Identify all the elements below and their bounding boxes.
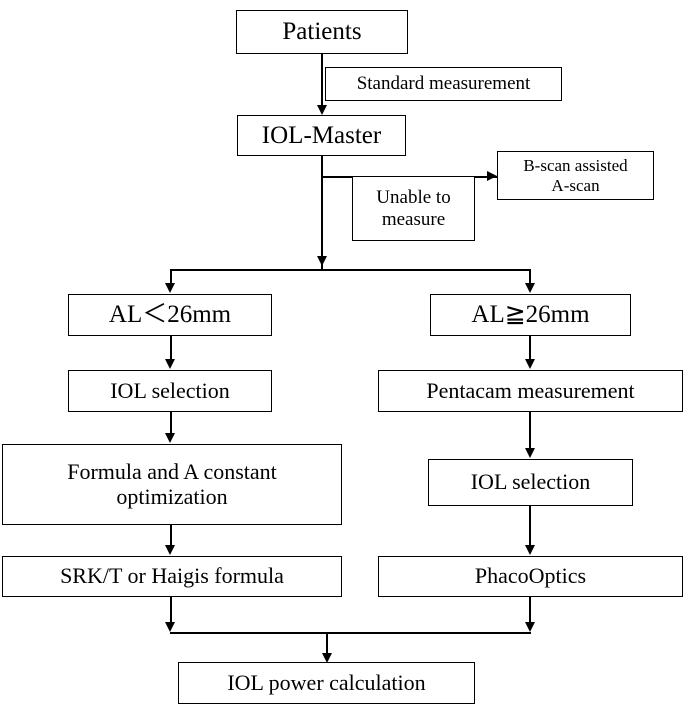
node-patients: Patients [236, 10, 408, 54]
node-phaco-optics: PhacoOptics [378, 556, 683, 597]
arrow-merge-to-iol-power-calculation [321, 653, 332, 663]
node-phaco-optics-label: PhacoOptics [474, 563, 587, 589]
node-srkt-or-haigis-formula: SRK/T or Haigis formula [2, 556, 342, 597]
edge-merge-to-iol-power-calculation [326, 632, 328, 660]
edge-phaco-to-merge [529, 597, 531, 626]
node-iol-power-calculation-label: IOL power calculation [227, 669, 426, 695]
node-patients-label: Patients [282, 18, 362, 45]
edge-al-less-to-iol-selection [170, 336, 172, 360]
arrow-al-less-to-iol-selection [165, 359, 175, 369]
edge-split-left-drop [170, 269, 172, 285]
node-b-scan-assisted-a-scan-label: B-scan assisted A-scan [523, 156, 628, 195]
edge-patients-to-iol-master [321, 53, 323, 108]
node-unable-to-measure: Unable to measure [352, 176, 475, 241]
arrow-formula-to-srkt [165, 545, 175, 555]
edge-srkt-to-merge [170, 597, 172, 626]
node-iol-master: IOL-Master [237, 115, 406, 156]
edge-formula-to-srkt [170, 525, 172, 546]
arrow-split-to-al-greater [524, 283, 535, 293]
edge-merge-bus [170, 632, 531, 634]
node-pentacam-measurement-label: Pentacam measurement [426, 377, 635, 403]
arrow-iol-selection-to-formula [165, 433, 175, 443]
node-b-scan-assisted-a-scan: B-scan assisted A-scan [497, 151, 654, 200]
node-unable-to-measure-label: Unable to measure [376, 187, 451, 230]
node-iol-selection-left: IOL selection [68, 370, 272, 412]
edge-iol-selection-right-to-phaco [529, 506, 531, 546]
edge-split-right-drop [529, 269, 531, 285]
node-al-greater-equal-26mm-label: AL≧26mm [471, 301, 590, 328]
arrow-al-greater-to-pentacam [524, 359, 535, 369]
node-al-less-than-26mm: AL＜26mm [68, 294, 272, 336]
node-formula-a-constant-optimization: Formula and A constant optimization [2, 444, 342, 525]
arrow-iol-master-to-branch [316, 256, 327, 266]
arrow-iol-selection-right-to-phaco [524, 545, 535, 555]
node-al-less-than-26mm-label: AL＜26mm [108, 301, 232, 328]
arrow-phaco-to-merge [524, 622, 535, 632]
node-standard-measurement-label: Standard measurement [356, 73, 531, 95]
edge-iol-selection-to-formula [170, 412, 172, 434]
node-formula-a-constant-optimization-label: Formula and A constant optimization [67, 458, 277, 509]
node-iol-power-calculation: IOL power calculation [178, 662, 475, 704]
arrow-split-to-al-less [165, 283, 175, 293]
node-iol-master-label: IOL-Master [261, 121, 382, 149]
node-iol-selection-right-label: IOL selection [470, 469, 591, 495]
node-iol-selection-left-label: IOL selection [110, 377, 230, 403]
arrow-to-b-scan [487, 170, 497, 181]
edge-al-greater-to-pentacam [529, 336, 531, 360]
node-pentacam-measurement: Pentacam measurement [378, 370, 683, 412]
node-standard-measurement: Standard measurement [325, 67, 562, 101]
arrow-pentacam-to-iol-selection-right [524, 448, 535, 458]
arrow-patients-to-iol-master [316, 105, 327, 115]
node-srkt-or-haigis-formula-label: SRK/T or Haigis formula [60, 563, 284, 589]
edge-pentacam-to-iol-selection-right [529, 412, 531, 449]
node-iol-selection-right: IOL selection [428, 459, 633, 506]
edge-iol-master-down [321, 156, 323, 269]
edge-split-bus [170, 269, 531, 271]
node-al-greater-equal-26mm: AL≧26mm [430, 294, 631, 336]
arrow-srkt-to-merge [165, 622, 175, 632]
